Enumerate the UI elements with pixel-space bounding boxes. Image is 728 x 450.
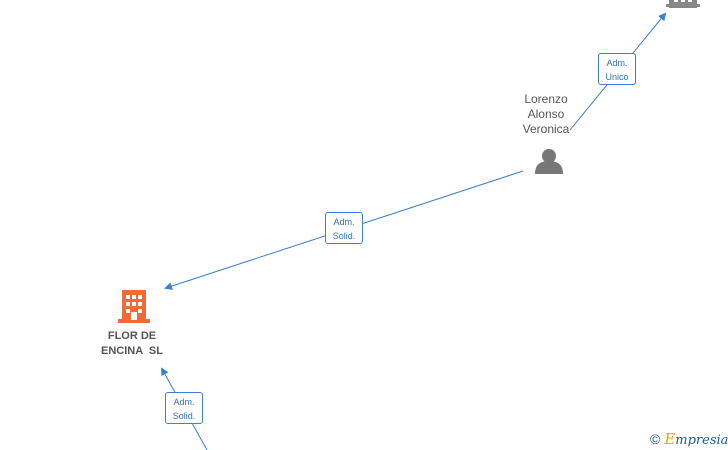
role-line-2: Solid. [332, 231, 356, 241]
building-icon-flor-de-encina[interactable] [118, 290, 150, 323]
role-line-1: Adm. [333, 217, 355, 227]
role-line-2: Unico [605, 72, 629, 82]
brand-logo-text: mpresia [675, 433, 728, 448]
copyright-symbol: © [650, 431, 661, 447]
person-name-line-2: Alonso [527, 107, 565, 121]
person-name-label[interactable]: Lorenzo Alonso Veronica [506, 92, 586, 137]
company-name-line-2: ENCINA SL [101, 345, 163, 357]
company-name-label[interactable]: FLOR DE ENCINA SL [82, 329, 182, 359]
role-line-2: Solid. [172, 411, 196, 421]
building-icon-top-company[interactable] [666, 0, 700, 8]
person-name-line-1: Lorenzo [524, 92, 568, 106]
role-line-1: Adm. [606, 58, 628, 68]
company-name-line-1: FLOR DE [107, 330, 157, 342]
role-badge-adm-solid-lower[interactable]: Adm. Solid. [165, 392, 203, 424]
brand-logo-initial: E [664, 430, 676, 448]
role-line-1: Adm. [173, 397, 195, 407]
empresia-watermark: ©Empresia [650, 430, 728, 448]
role-badge-adm-unico[interactable]: Adm. Unico [598, 53, 636, 85]
person-name-line-3: Veronica [522, 122, 570, 136]
person-icon[interactable] [535, 149, 563, 174]
role-badge-adm-solid-upper[interactable]: Adm. Solid. [325, 212, 363, 244]
